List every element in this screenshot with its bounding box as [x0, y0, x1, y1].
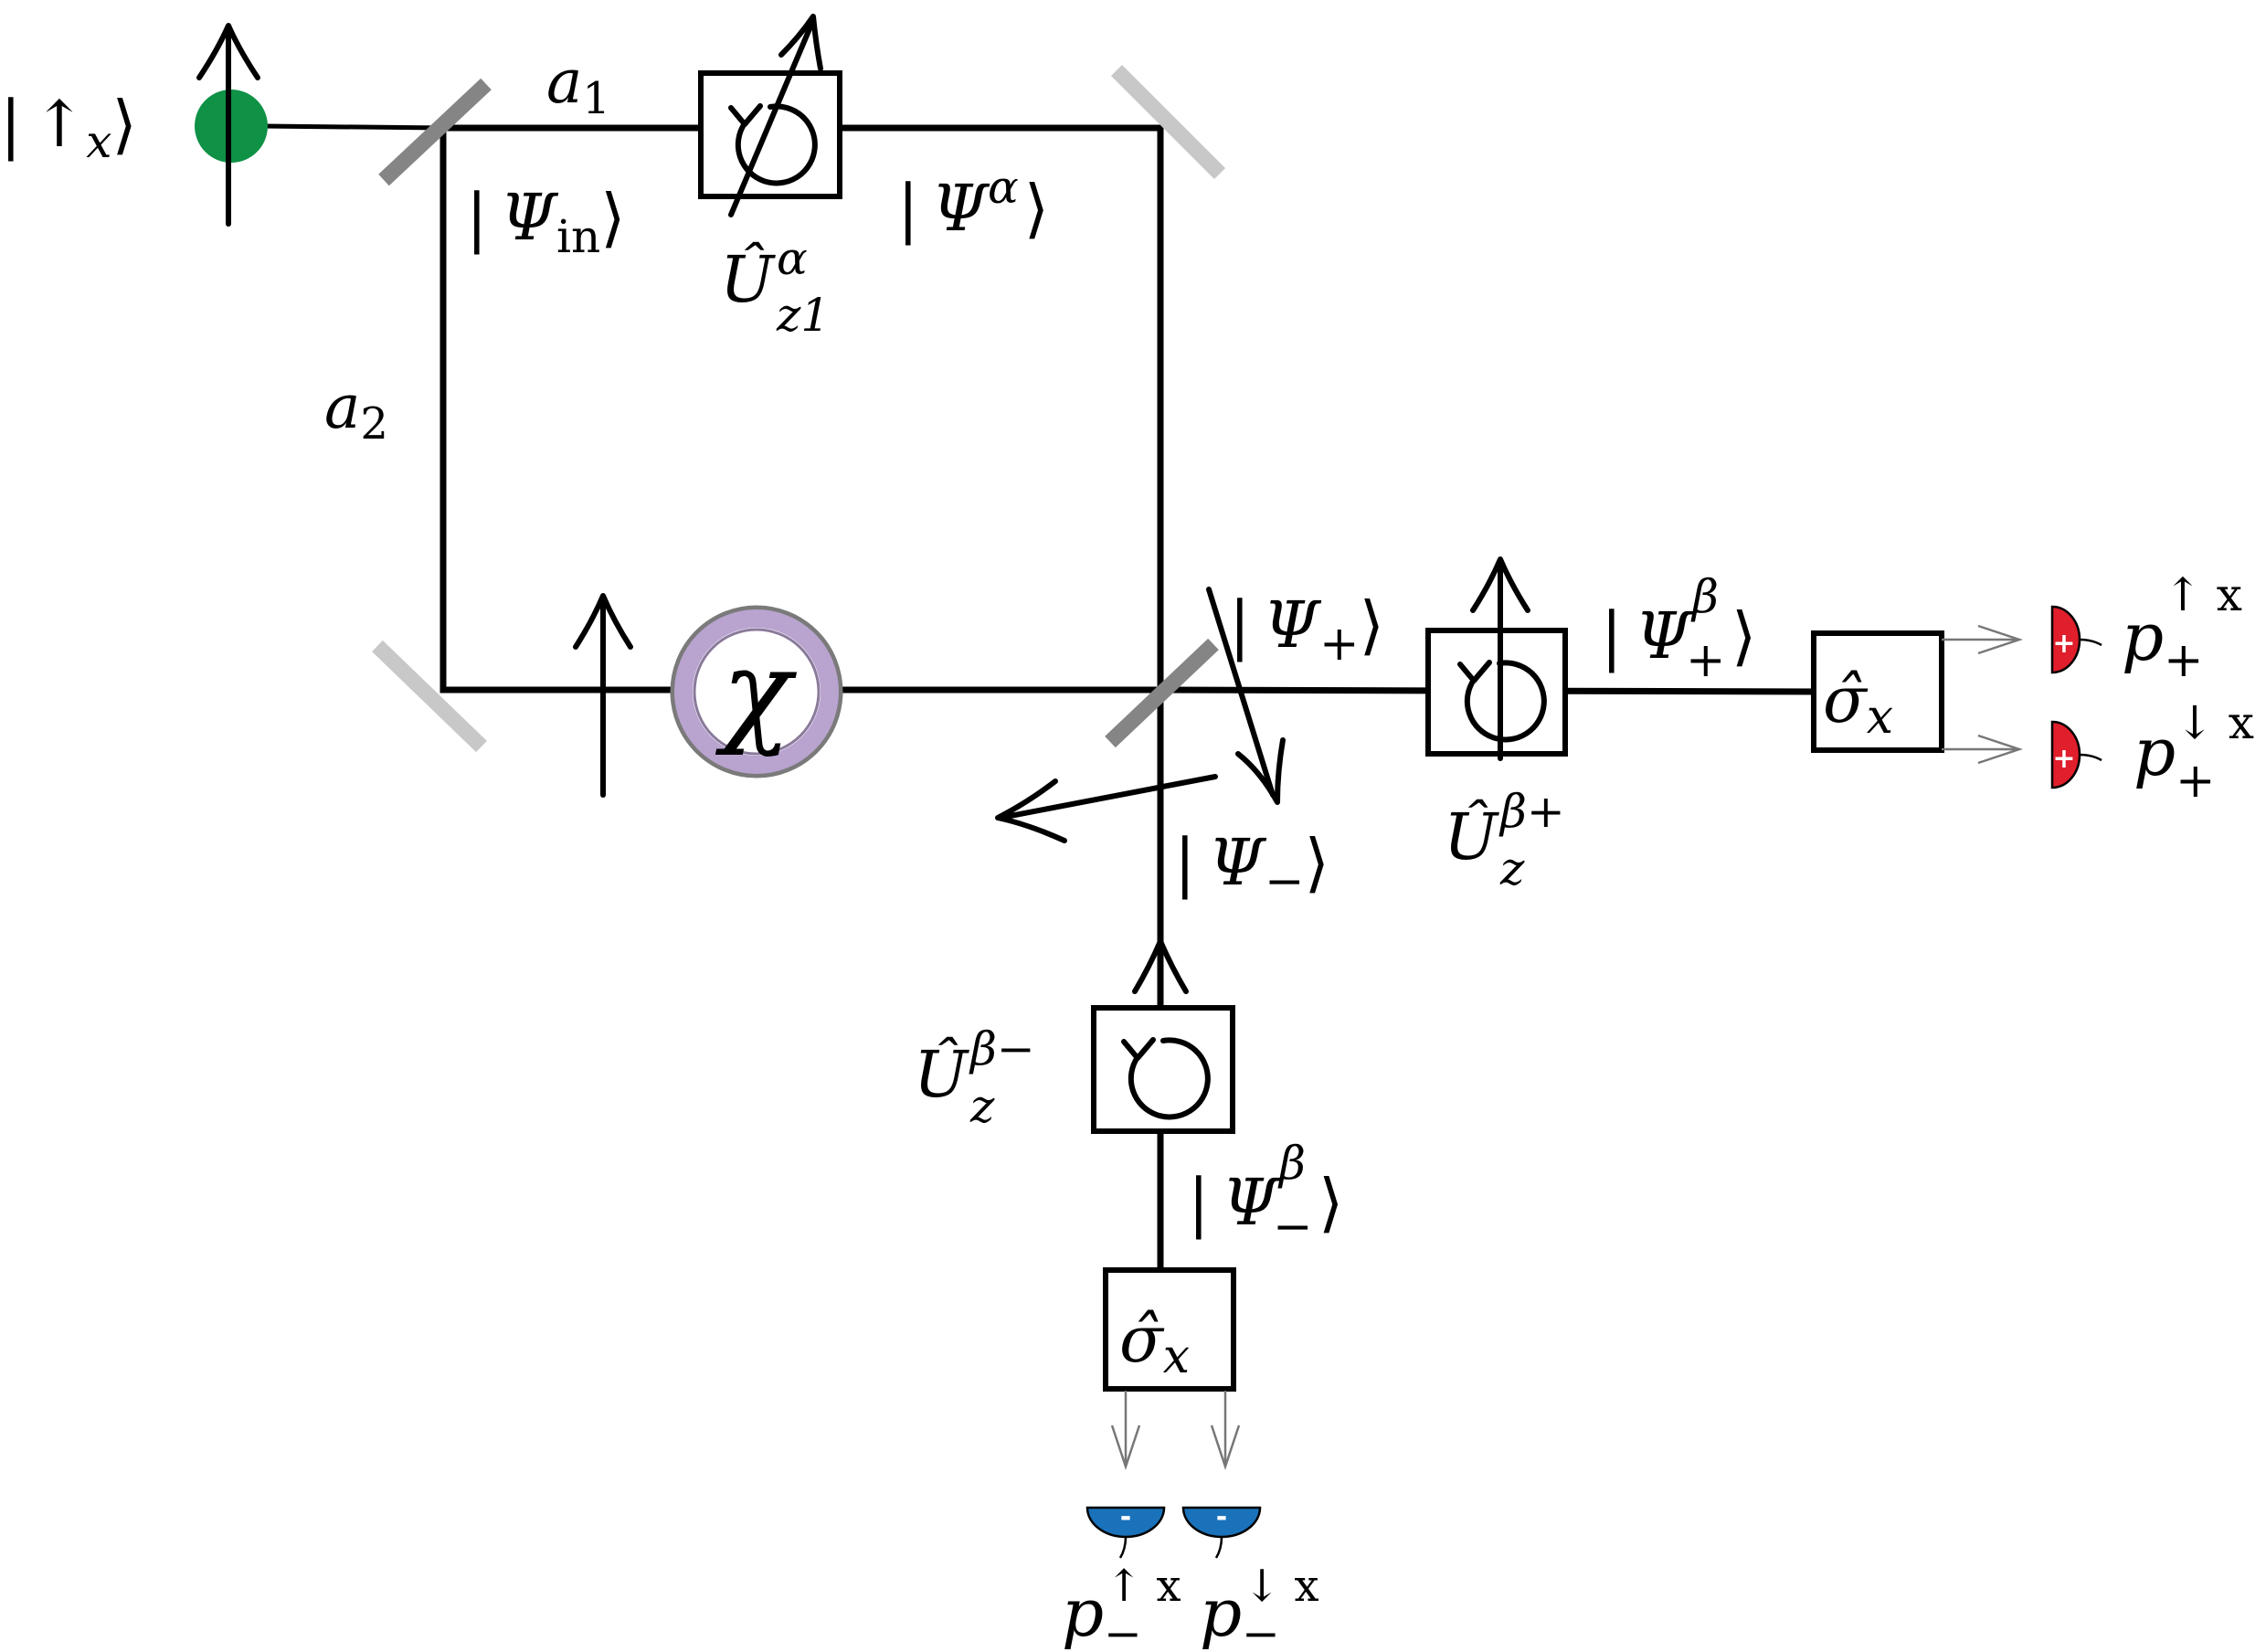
- spin-up-arrow-icon: [196, 23, 260, 227]
- sigma-x-bottom: σ̂x: [1103, 1267, 1236, 1392]
- psi-plus-beta-sup: β: [1690, 570, 1719, 623]
- input-particle: [195, 23, 268, 227]
- chi-ring-inner-edge: [693, 628, 821, 756]
- sigma-x-right: σ̂x: [1811, 630, 1944, 753]
- psi-in-label: |Ψin⟩: [466, 180, 626, 263]
- detector-minus-up: -: [1085, 1501, 1166, 1559]
- half-disc-detector-icon: [1085, 1506, 1166, 1539]
- detector-minus-down: -: [1181, 1501, 1262, 1559]
- beam-splitter-output: [1105, 638, 1219, 748]
- u-beta-minus-rotator: [1091, 938, 1235, 1134]
- detector-lead: [2079, 638, 2102, 647]
- p-plus-up-p: p: [2122, 598, 2164, 675]
- p-plus-down-p: p: [2134, 714, 2176, 790]
- half-disc-detector-icon: [2050, 720, 2081, 789]
- detector-lead: [1214, 1536, 1223, 1559]
- p-plus-up-sub: +: [2164, 633, 2204, 688]
- rotation-icon: [1457, 660, 1547, 743]
- psi-alpha-label: |Ψα⟩: [897, 161, 1049, 246]
- optics: [372, 64, 1226, 753]
- detector-lead: [1118, 1536, 1128, 1559]
- mirror-bottom-left: [372, 640, 487, 753]
- p-minus-up-sup: ↑ x: [1106, 1561, 1181, 1612]
- psi-minus-label: |Ψ−⟩: [1174, 825, 1329, 909]
- u-beta-plus-sub: z: [1499, 842, 1525, 895]
- sigma-x-right-label: σ̂x: [1823, 662, 1893, 745]
- svg-text:-: -: [1216, 1501, 1227, 1533]
- detector-plus-down: +: [2050, 720, 2102, 789]
- u-alpha-rotator: [698, 14, 842, 217]
- sigma-x-right-box: [1811, 630, 1944, 753]
- psi-minus-beta-ket: ⟩: [1318, 1165, 1343, 1240]
- spin-minus-direction-arrow-icon: [995, 774, 1218, 843]
- psi-plus-beta-sub: +: [1686, 633, 1726, 688]
- rotation-icon: [728, 103, 818, 186]
- detector-lead: [2079, 753, 2102, 762]
- u-alpha-sup: α: [777, 232, 808, 285]
- svg-text:+: +: [2052, 743, 2075, 775]
- beam-paths: [262, 123, 1817, 1274]
- u-alpha-box: [698, 70, 842, 199]
- mirror-top-right: [1110, 64, 1226, 180]
- chi-element: χ: [670, 605, 843, 778]
- half-disc-detector-icon: [1181, 1506, 1262, 1539]
- p-minus-up-p: p: [1062, 1574, 1104, 1651]
- u-alpha-label: Û: [720, 242, 776, 317]
- psi-plus-label: |Ψ+⟩: [1229, 588, 1384, 672]
- arm-a2-label: a2: [324, 372, 388, 450]
- u-beta-plus-sup: β+: [1498, 785, 1565, 838]
- detector-plus-up: +: [2050, 605, 2102, 674]
- psi-minus-beta-label: |Ψ: [1188, 1165, 1281, 1240]
- chi-symbol: χ: [715, 626, 797, 758]
- u-beta-minus-box: [1091, 1005, 1235, 1134]
- psi-minus-beta-sub: −: [1273, 1200, 1313, 1255]
- u-beta-plus-rotator: [1425, 556, 1568, 761]
- arm-a1-label: a1: [546, 47, 610, 124]
- chi-ring-fill: [674, 609, 839, 774]
- psi-plus-beta-ket: ⟩: [1731, 598, 1756, 673]
- spin-tilted-arrow-icon: [728, 14, 823, 217]
- spin-up-arrow-icon: [1470, 556, 1530, 761]
- detector-feed-arrows: [1110, 624, 2023, 1470]
- spin-plus-direction-arrow-icon: [1206, 587, 1286, 805]
- p-minus-up-sub: −: [1104, 1607, 1142, 1652]
- psi-minus-beta-sup: β: [1277, 1137, 1306, 1190]
- p-plus-up-sup: ↑ x: [2164, 568, 2242, 621]
- p-minus-down-sup: ↓ x: [1244, 1561, 1319, 1612]
- svg-text:-: -: [1120, 1501, 1131, 1533]
- u-beta-minus-sub: z: [969, 1080, 995, 1133]
- sigma-x-bottom-label: σ̂x: [1119, 1302, 1190, 1384]
- psi-plus-beta-label: |Ψ: [1601, 598, 1694, 673]
- p-minus-down-p: p: [1200, 1574, 1242, 1651]
- rotation-icon: [1121, 1037, 1211, 1120]
- arm-a2-beam: [439, 124, 1164, 694]
- p-minus-down-sub: −: [1242, 1607, 1280, 1652]
- p-plus-down-sub: +: [2176, 754, 2216, 809]
- spin-up-arrow-icon: [573, 593, 633, 798]
- u-beta-plus-label: Û: [1444, 800, 1499, 874]
- half-disc-detector-icon: [2050, 605, 2081, 674]
- beam-splitter-input: [378, 78, 492, 186]
- sigma-x-bottom-box: [1103, 1267, 1236, 1392]
- p-plus-down-sup: ↓ x: [2176, 696, 2254, 749]
- input-state-label: |↑x⟩: [0, 87, 137, 168]
- u-alpha-sub: z1: [776, 289, 830, 342]
- u-beta-minus-label: Û: [914, 1037, 969, 1112]
- input-beam: [262, 123, 446, 131]
- u-beta-minus-sup: β−: [969, 1022, 1035, 1075]
- svg-text:+: +: [2052, 628, 2075, 660]
- spin-up-arrow-icon: [1132, 938, 1189, 994]
